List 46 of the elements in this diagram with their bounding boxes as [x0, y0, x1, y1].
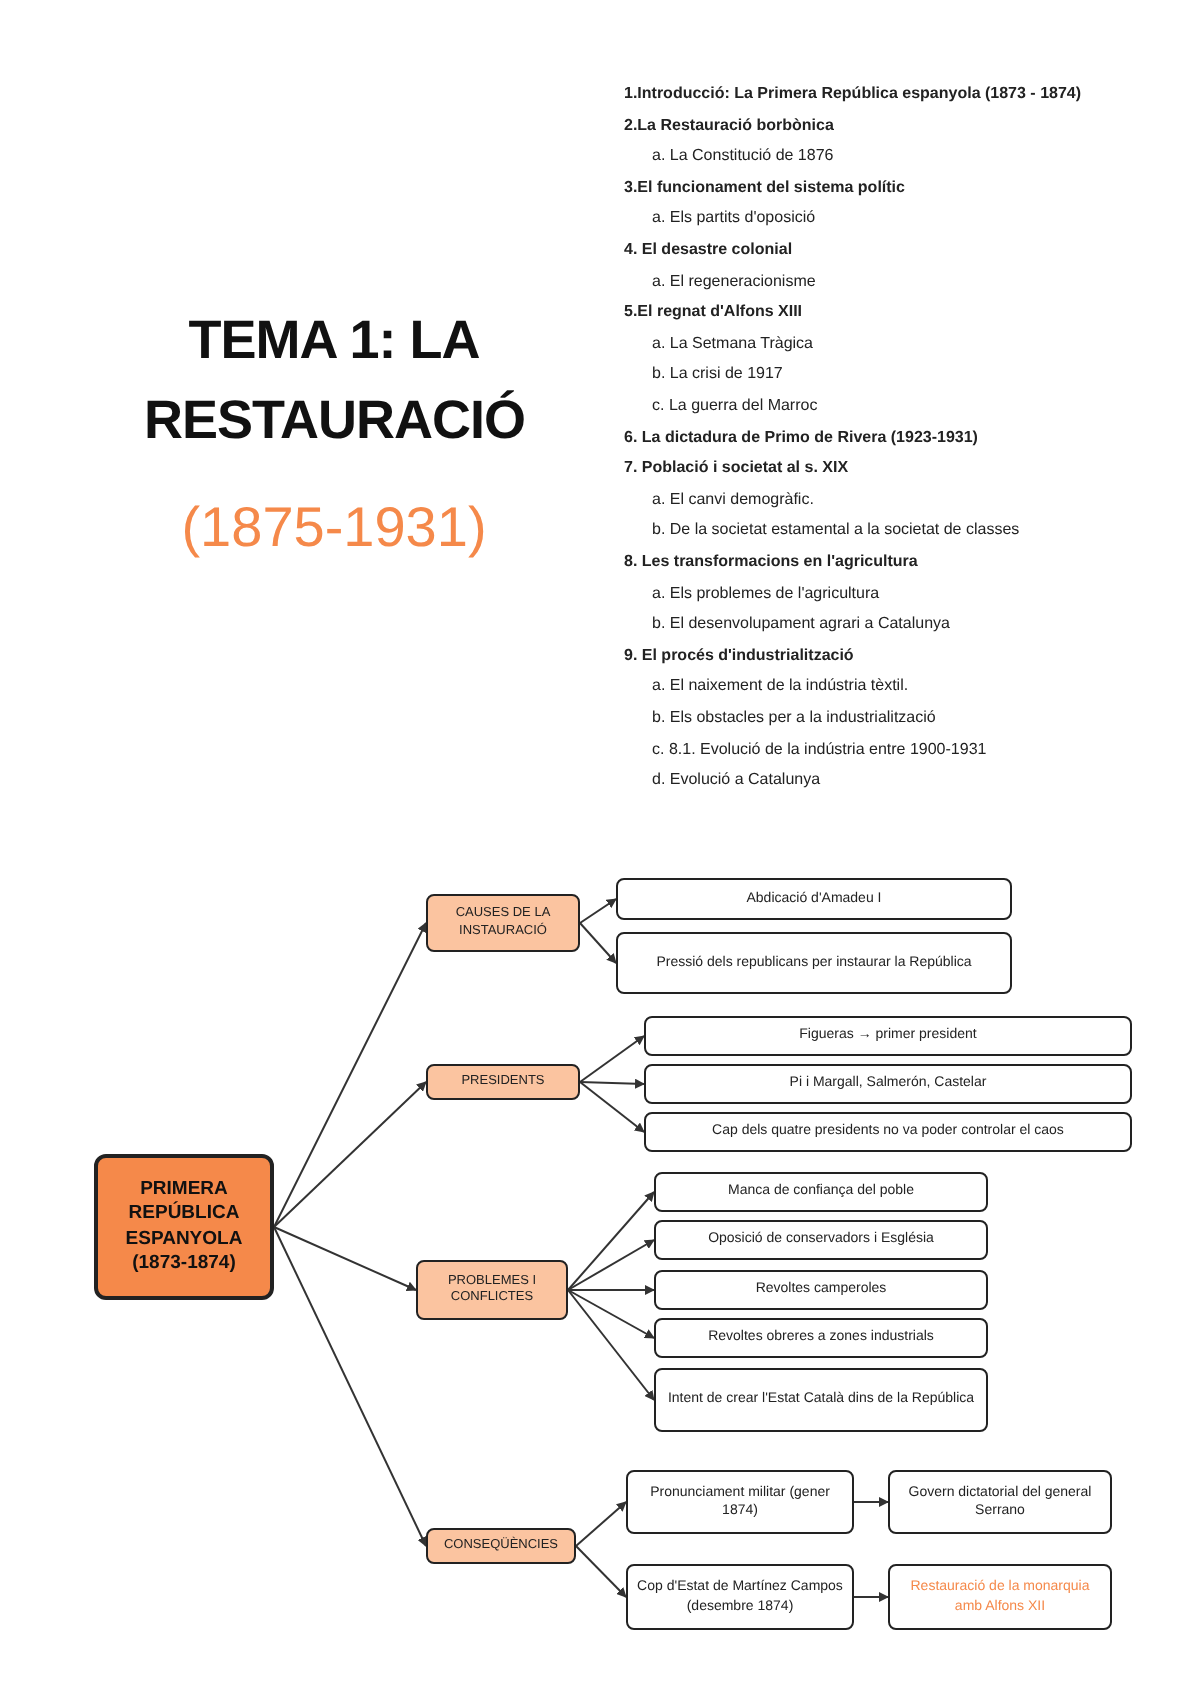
outline-subitem: a. Els partits d'oposició — [652, 208, 818, 229]
arrow — [575, 1545, 627, 1598]
outline-heading: 1.Introducció: La Primera República espanyola (1873 - 1874) — [624, 84, 1084, 104]
outline-heading: 5.El regnat d'Alfons XIII — [624, 302, 805, 323]
arrow — [853, 1592, 889, 1602]
arrow — [567, 1289, 655, 1401]
outline-subitem: b. Els obstacles per a la industrialització — [652, 708, 938, 728]
node-text: PRIMERA REPÚBLICA ESPANYOLA — [123, 1177, 245, 1252]
arrow — [579, 898, 617, 924]
outline-heading: 7. Població i societat al s. XIX — [624, 458, 851, 479]
outline-subitem: b. El desenvolupament agrari a Catalunya — [652, 614, 952, 635]
arrow — [579, 922, 617, 964]
arrow — [575, 1501, 627, 1547]
arrow — [567, 1289, 655, 1339]
arrow — [273, 1226, 417, 1291]
arrow — [273, 922, 427, 1228]
date-range-subtitle: (1875-1931) — [179, 494, 489, 562]
outline-heading: 2.La Restauració borbònica — [624, 115, 836, 136]
outline-subitem: c. La guerra del Marroc — [652, 396, 820, 416]
arrow — [567, 1191, 655, 1291]
outline-heading: 8. Les transformacions en l'agricultura — [624, 552, 920, 572]
outline-subitem: a. Els problemes de l'agricultura — [652, 583, 882, 604]
arrow — [579, 1035, 645, 1083]
outline-subitem: a. El regeneracionisme — [652, 271, 818, 292]
arrow — [853, 1497, 889, 1507]
outline-subitem: a. La Setmana Tràgica — [652, 333, 815, 354]
outline-subitem: c. 8.1. Evolució de la indústria entre 1900-1931 — [652, 739, 989, 760]
node-text: (1873-1874) — [132, 1251, 236, 1277]
outline-subitem: a. El canvi demogràfic. — [652, 489, 816, 510]
outline-heading: 4. El desastre colonial — [624, 240, 795, 260]
arrow — [579, 1078, 645, 1089]
outline-heading: 6. La dictadura de Primo de Rivera (1923-1931) — [624, 427, 980, 448]
outline-subitem: d. Evolució a Catalunya — [652, 770, 823, 791]
arrow — [567, 1285, 655, 1295]
arrow — [579, 1081, 645, 1133]
outline-subitem: a. La Constitució de 1876 — [652, 146, 836, 167]
main-topic-box — [94, 1154, 274, 1300]
arrow — [273, 1226, 427, 1547]
outline-heading: 3.El funcionament del sistema polític — [624, 177, 907, 198]
arrow — [273, 1081, 427, 1228]
outline-subitem: a. El naixement de la indústria tèxtil. — [652, 676, 911, 697]
outline-heading: 9. El procés d'industrialització — [624, 645, 856, 666]
title: TEMA 1: LA RESTAURACIÓ — [144, 308, 524, 454]
arrow — [567, 1239, 655, 1291]
outline-subitem: b. De la societat estamental a la societat de classes — [652, 520, 1022, 541]
outline-subitem: b. La crisi de 1917 — [652, 364, 785, 385]
